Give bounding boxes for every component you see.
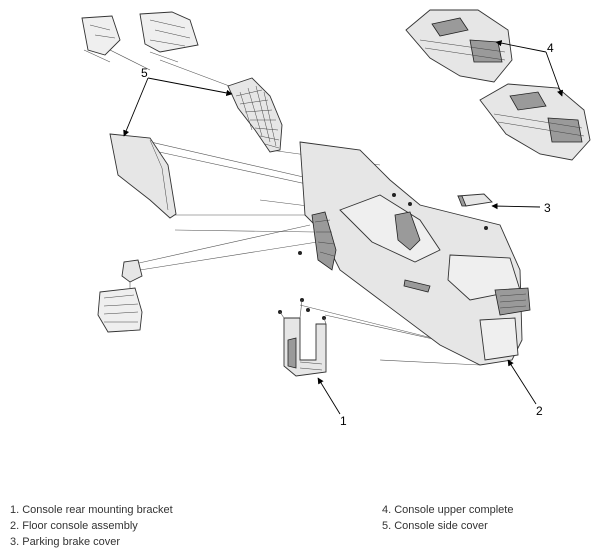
callout-2: 2: [536, 404, 543, 418]
console-rear-mounting-bracket: [279, 299, 327, 377]
legend-column-right: 4. Console upper complete 5. Console sid…: [382, 502, 513, 534]
legend-item: 1. Console rear mounting bracket: [10, 504, 173, 516]
floor-console-body: [299, 141, 531, 366]
parking-brake-cover: [457, 193, 493, 207]
callout-5: 5: [141, 66, 148, 80]
legend-column-left: 1. Console rear mounting bracket 2. Floo…: [10, 502, 173, 550]
callout-4: 4: [547, 41, 554, 55]
callout-3: 3: [544, 201, 551, 215]
console-side-cover-left: [109, 133, 177, 219]
legend-item: 4. Console upper complete: [382, 504, 514, 516]
callout-1: 1: [340, 414, 347, 428]
shifter-mechanism: [97, 259, 143, 333]
exploded-view-diagram: 1 2 3 4 5: [81, 9, 591, 428]
console-upper-complete-top: [405, 9, 513, 83]
console-upper-complete-bottom: [479, 83, 591, 161]
vehicle-body-fragment-top: [81, 11, 199, 63]
console-front-mesh: [311, 211, 337, 271]
callout-labels: 1 2 3 4 5: [141, 41, 554, 428]
legend-item: 3. Parking brake cover: [10, 536, 121, 548]
console-side-cover-mesh: [227, 77, 283, 153]
legend-item: 2. Floor console assembly: [10, 520, 138, 532]
leader-lines: [123, 40, 564, 415]
legend-item: 5. Console side cover: [382, 520, 488, 532]
